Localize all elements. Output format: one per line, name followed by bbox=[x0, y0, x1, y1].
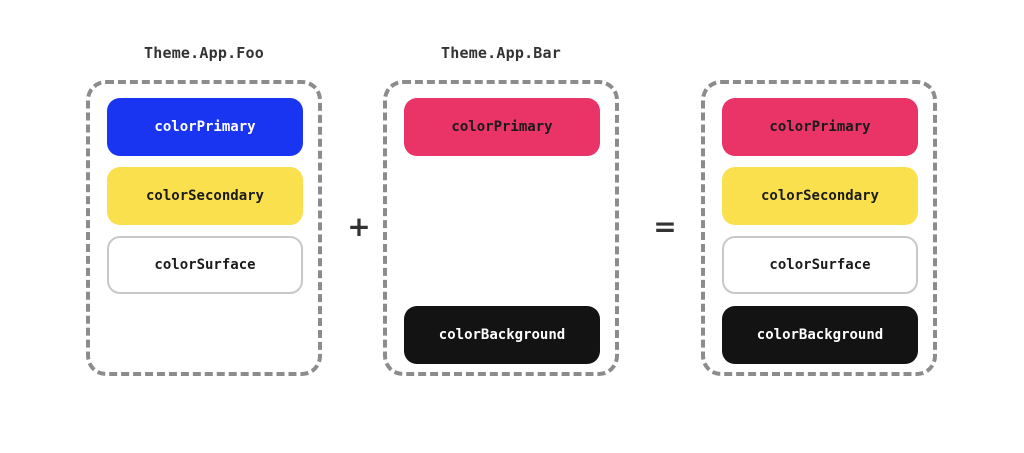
bar-color-primary-chip: colorPrimary bbox=[404, 98, 600, 156]
merged-color-background-chip: colorBackground bbox=[722, 306, 918, 364]
merged-color-primary-chip: colorPrimary bbox=[722, 98, 918, 156]
merged-theme-panel bbox=[701, 80, 937, 376]
foo-color-primary-chip: colorPrimary bbox=[107, 98, 303, 156]
merged-color-surface-chip: colorSurface bbox=[722, 236, 918, 294]
theme-bar-panel bbox=[383, 80, 619, 376]
foo-color-surface-chip: colorSurface bbox=[107, 236, 303, 294]
panel-title-foo: Theme.App.Foo bbox=[144, 44, 264, 62]
foo-color-secondary-chip: colorSecondary bbox=[107, 167, 303, 225]
equals-operator: = bbox=[653, 210, 677, 243]
merged-color-secondary-chip: colorSecondary bbox=[722, 167, 918, 225]
theme-foo-panel bbox=[86, 80, 322, 376]
plus-operator: + bbox=[347, 210, 371, 243]
panel-title-bar: Theme.App.Bar bbox=[441, 44, 561, 62]
bar-color-background-chip: colorBackground bbox=[404, 306, 600, 364]
